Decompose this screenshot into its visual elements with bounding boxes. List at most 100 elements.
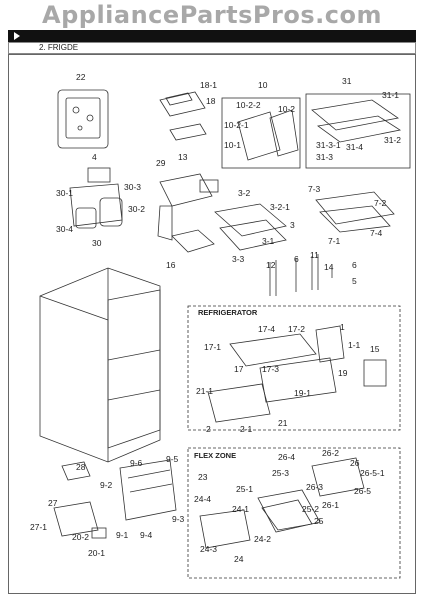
door-bin-part[interactable] (315, 191, 395, 233)
part-label: 26-5 (354, 486, 371, 496)
part-label: 21 (278, 418, 288, 428)
part-label: 26-2 (322, 448, 339, 458)
parts-pack[interactable] (363, 359, 387, 387)
evaporator-cover-part[interactable] (53, 501, 99, 537)
crisper-drawer-part[interactable] (207, 325, 345, 423)
part-label: 2 (206, 424, 211, 434)
part-label: 6 (352, 260, 357, 270)
part-label: 15 (370, 344, 380, 354)
dispenser-module-part[interactable] (57, 89, 109, 149)
bracket-part[interactable] (91, 527, 107, 539)
part-label: 30-3 (124, 182, 141, 192)
part-label: 19-1 (294, 388, 311, 398)
shelf-part[interactable] (214, 203, 287, 251)
section-title-bar (8, 30, 416, 42)
part-label: 26-5-1 (360, 468, 385, 478)
part-label: 3-2-1 (270, 202, 290, 212)
filter-cover-part[interactable] (159, 91, 207, 141)
part-label: 17-3 (262, 364, 279, 374)
part-label: 9-2 (100, 480, 113, 490)
part-label: 24 (234, 554, 244, 564)
part-label: 1 (340, 322, 345, 332)
part-label: 7-4 (370, 228, 383, 238)
small-shelf-part[interactable] (171, 229, 215, 253)
arrow-icon (14, 32, 20, 40)
part-label: 20-1 (88, 548, 105, 558)
part-label: 3-2 (238, 188, 251, 198)
subsection-title: 2. FRIGDE (8, 42, 416, 54)
part-label: 19 (338, 368, 348, 378)
fan-assembly-part[interactable] (119, 459, 177, 521)
part-label: 30-2 (128, 204, 145, 214)
part-label: 2-1 (240, 424, 253, 434)
flex-zone-drawer-part[interactable] (199, 457, 365, 549)
part-label: 27-1 (30, 522, 47, 532)
part-label: 9-4 (140, 530, 153, 540)
flex-zone-section-label: FLEX ZONE (194, 451, 236, 460)
part-label: 17-1 (204, 342, 221, 352)
part-label: 30-1 (56, 188, 73, 198)
part-label: 10-2-1 (224, 120, 249, 130)
part-label: 24-2 (254, 534, 271, 544)
part-label: 30-4 (56, 224, 73, 234)
part-label: 9-1 (116, 530, 129, 540)
part-label: 9-5 (166, 454, 179, 464)
part-label: 1-1 (348, 340, 361, 350)
part-label: 24-4 (194, 494, 211, 504)
part-label: 10-1 (224, 140, 241, 150)
part-label: 18 (206, 96, 216, 106)
part-label: 27 (48, 498, 58, 508)
part-label: 13 (178, 152, 188, 162)
part-label: 26 (350, 458, 360, 468)
part-label: 29 (156, 158, 166, 168)
part-label: 31-3-1 (316, 140, 341, 150)
part-label: 26-4 (278, 452, 295, 462)
part-label: 14 (324, 262, 334, 272)
part-label: 7-2 (374, 198, 387, 208)
part-label: 24-1 (232, 504, 249, 514)
part-label: 25-1 (236, 484, 253, 494)
part-labels: 22 18-1 18 13 10 10-2-2 10-2 10-2-1 10-1… (30, 72, 401, 564)
part-label: 26-3 (306, 482, 323, 492)
part-label: 12 (266, 260, 276, 270)
part-label: 24-3 (200, 544, 217, 554)
part-label: 5 (352, 276, 357, 286)
part-label: 22 (76, 72, 86, 82)
water-tank-part[interactable] (69, 167, 123, 229)
part-label: 25-3 (272, 468, 289, 478)
part-label: 25 (314, 516, 324, 526)
part-label: 31 (342, 76, 352, 86)
part-label: 25-2 (302, 504, 319, 514)
part-label: 11 (310, 250, 319, 260)
part-label: 4 (92, 152, 97, 162)
part-label: 17-4 (258, 324, 275, 334)
part-label: 18-1 (200, 80, 217, 90)
part-label: 10-2 (278, 104, 295, 114)
refrigerator-box (187, 305, 401, 431)
ice-maker-part[interactable] (221, 97, 301, 169)
refrigerator-cabinet[interactable] (39, 267, 161, 463)
part-label: 9-6 (130, 458, 143, 468)
flex-zone-box (187, 447, 401, 579)
part-label: 3 (290, 220, 295, 230)
part-label: 3-1 (262, 236, 275, 246)
part-label: 31-4 (346, 142, 363, 152)
cover-part[interactable] (61, 461, 91, 481)
part-label: 16 (166, 260, 176, 270)
part-label: 31-2 (384, 135, 401, 145)
watermark: AppliancePartsPros.com (42, 1, 382, 29)
part-label: 31-3 (316, 152, 333, 162)
part-label: 9-3 (172, 514, 185, 524)
part-label: 17 (234, 364, 244, 374)
ice-bucket-part[interactable] (305, 93, 411, 169)
part-label: 28 (76, 462, 86, 472)
rails-part[interactable] (269, 254, 333, 296)
part-label: 17-2 (288, 324, 305, 334)
part-label: 10-2-2 (236, 100, 261, 110)
part-label: 26-1 (322, 500, 339, 510)
part-label: 21-1 (196, 386, 213, 396)
part-label: 7-1 (328, 236, 341, 246)
duct-assembly-part[interactable] (157, 173, 219, 241)
part-label: 3-3 (232, 254, 245, 264)
